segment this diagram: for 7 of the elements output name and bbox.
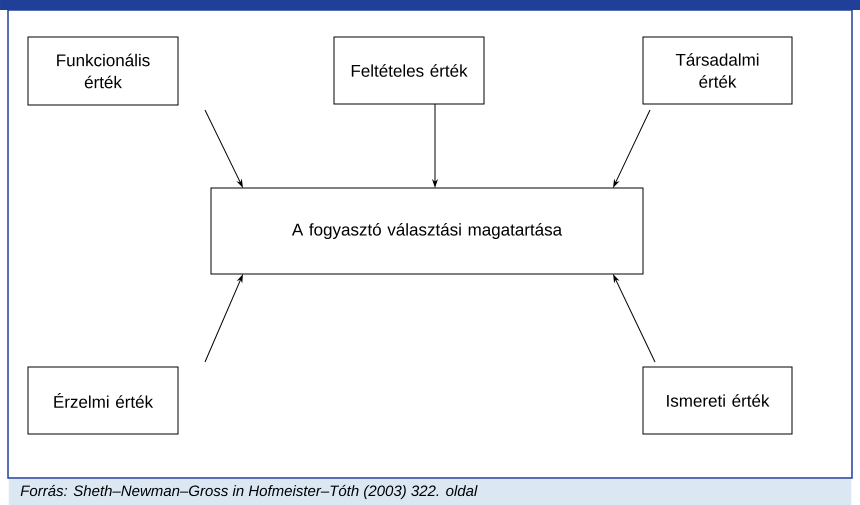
value-box: Ismereti érték bbox=[642, 366, 792, 434]
value-box: Feltételes érték bbox=[334, 36, 484, 104]
value-box: Társadalmi érték bbox=[642, 36, 792, 104]
value-box: Funkcionális érték bbox=[28, 36, 178, 106]
value-box: Érzelmi érték bbox=[28, 366, 178, 434]
center-box: A fogyasztó választási magatartása bbox=[210, 188, 644, 274]
source-note: Forrás: Sheth–Newman–Gross in Hofmeister–Tóth (2003) 322. oldal bbox=[8, 479, 852, 505]
